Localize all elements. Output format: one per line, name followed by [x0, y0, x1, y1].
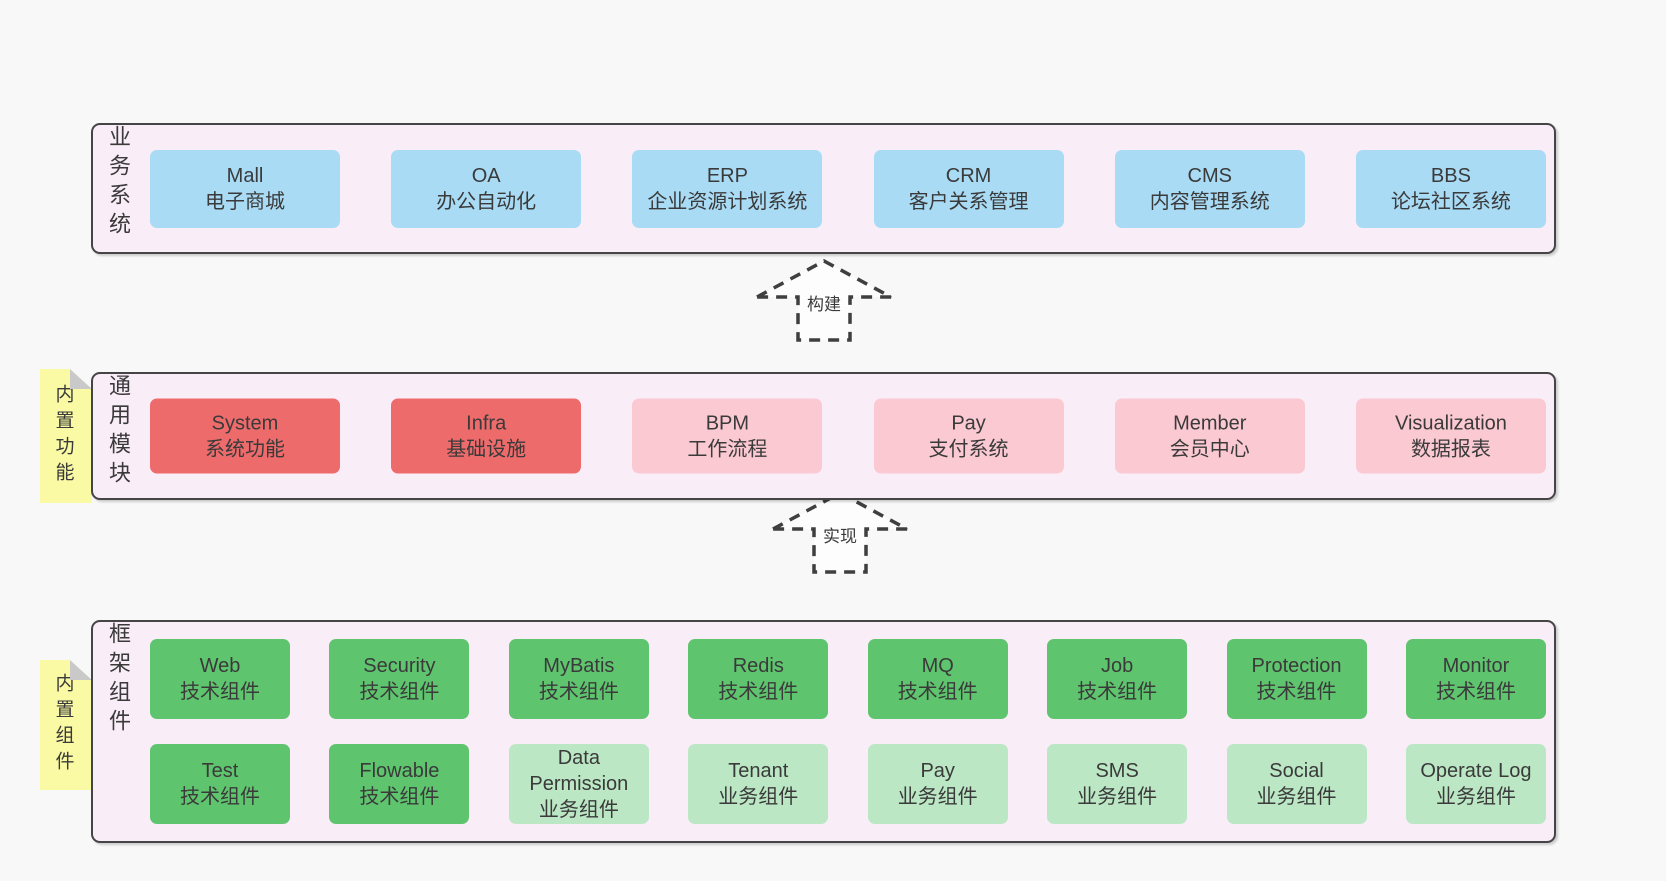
section-label-modules: 通用模块 — [106, 374, 131, 490]
box-web: Web 技术组件 — [150, 639, 290, 719]
box-data-permission: Data Permission 业务组件 — [508, 744, 649, 824]
box-member: Member 会员中心 — [1114, 398, 1305, 474]
box-pay-module: Pay 支付系统 — [873, 398, 1064, 474]
box-mybatis: MyBatis 技术组件 — [508, 639, 649, 719]
box-redis: Redis 技术组件 — [688, 639, 829, 719]
box-infra: Infra 基础设施 — [391, 398, 582, 474]
box-social: Social 业务组件 — [1226, 744, 1367, 824]
business-row: Mall 电子商城 OA 办公自动化 ERP 企业资源计划系统 CRM 客户关系… — [150, 149, 1546, 228]
box-protection: Protection 技术组件 — [1226, 639, 1367, 719]
box-security: Security 技术组件 — [329, 639, 470, 719]
arrow-build-label: 构建 — [802, 289, 846, 316]
section-label-business: 业务系统 — [106, 125, 131, 241]
modules-row: System 系统功能 Infra 基础设施 BPM 工作流程 Pay 支付系统… — [150, 398, 1546, 474]
box-bpm: BPM 工作流程 — [632, 398, 823, 474]
box-mall: Mall 电子商城 — [150, 149, 340, 228]
box-erp: ERP 企业资源计划系统 — [632, 149, 823, 228]
sticky-note-built-in-features: 内置功能 — [40, 369, 92, 503]
section-framework-components: 框架组件 Web 技术组件 Security 技术组件 MyBatis 技术组件… — [91, 620, 1556, 843]
box-pay-component: Pay 业务组件 — [867, 744, 1008, 824]
section-common-modules: 通用模块 System 系统功能 Infra 基础设施 BPM 工作流程 Pay… — [91, 372, 1556, 500]
box-monitor: Monitor 技术组件 — [1405, 639, 1546, 719]
box-bbs: BBS 论坛社区系统 — [1355, 149, 1546, 228]
arrow-implement: 实现 — [770, 488, 910, 576]
section-business-systems: 业务系统 Mall 电子商城 OA 办公自动化 ERP 企业资源计划系统 CRM… — [91, 123, 1556, 254]
sticky-note-label: 内置功能 — [52, 384, 74, 488]
box-sms: SMS 业务组件 — [1047, 744, 1188, 824]
section-label-components: 框架组件 — [106, 622, 131, 738]
box-mq: MQ 技术组件 — [867, 639, 1008, 719]
box-operate-log: Operate Log 业务组件 — [1405, 744, 1546, 824]
box-visualization: Visualization 数据报表 — [1355, 398, 1546, 474]
box-flowable: Flowable 技术组件 — [329, 744, 470, 824]
note-fold-corner — [70, 369, 92, 389]
box-tenant: Tenant 业务组件 — [688, 744, 829, 824]
note-fold-corner — [70, 660, 92, 680]
box-crm: CRM 客户关系管理 — [873, 149, 1064, 228]
arrow-build: 构建 — [754, 256, 894, 344]
components-row-2: Test 技术组件 Flowable 技术组件 Data Permission … — [150, 744, 1546, 824]
box-job: Job 技术组件 — [1047, 639, 1188, 719]
sticky-note-built-in-components: 内置组件 — [40, 660, 92, 790]
box-system: System 系统功能 — [150, 398, 340, 474]
box-oa: OA 办公自动化 — [391, 149, 582, 228]
sticky-note-label: 内置组件 — [52, 673, 74, 777]
box-cms: CMS 内容管理系统 — [1114, 149, 1305, 228]
components-row-1: Web 技术组件 Security 技术组件 MyBatis 技术组件 Redi… — [150, 639, 1546, 719]
arrow-implement-label: 实现 — [818, 521, 862, 548]
box-test: Test 技术组件 — [150, 744, 290, 824]
